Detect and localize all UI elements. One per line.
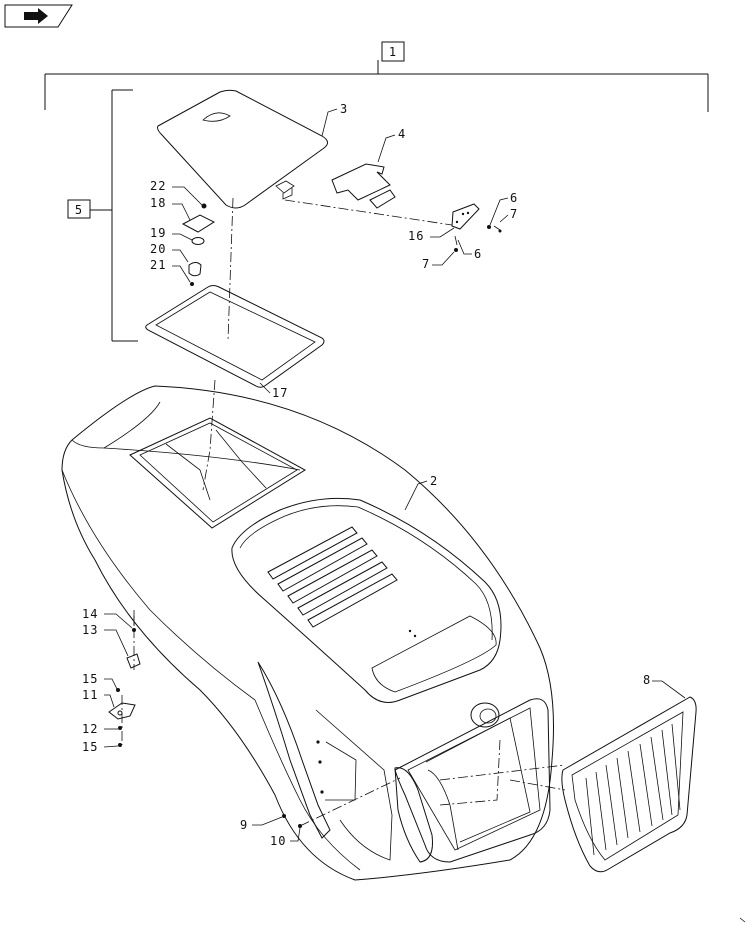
callout-6a: 6 xyxy=(510,191,518,205)
subassembly-bracket: 5 xyxy=(67,89,138,342)
fastener-9-mark xyxy=(282,814,286,818)
subassembly-label-box xyxy=(67,199,91,219)
callout-7b: 7 xyxy=(422,257,430,271)
hinge-fasteners xyxy=(454,225,502,252)
assembly-label: 1 xyxy=(389,45,397,59)
callout-14: 14 xyxy=(82,607,98,621)
latch-stack-parts xyxy=(181,203,216,286)
callout-16: 16 xyxy=(408,229,424,243)
page-arrow-icon[interactable] xyxy=(4,4,73,28)
corner-mark xyxy=(739,917,746,923)
callout-19: 19 xyxy=(150,226,166,240)
hood-part xyxy=(61,385,554,881)
callout-3: 3 xyxy=(340,102,348,116)
grille-part xyxy=(561,696,697,873)
callout-15a: 15 xyxy=(82,672,98,686)
callout-9: 9 xyxy=(240,818,248,832)
callout-4: 4 xyxy=(398,127,406,141)
callout-22: 22 xyxy=(150,179,166,193)
assembly-label-box xyxy=(381,41,405,62)
access-cover-part xyxy=(157,89,328,209)
callout-12: 12 xyxy=(82,722,98,736)
callout-17: 17 xyxy=(272,386,288,400)
callouts: 3 4 22 18 19 20 21 6 7 16 6 7 17 2 8 14 … xyxy=(82,102,686,848)
assembly-bracket: 1 xyxy=(44,41,709,112)
callout-11: 11 xyxy=(82,688,98,702)
callout-10: 10 xyxy=(270,834,286,848)
callout-13: 13 xyxy=(82,623,98,637)
hinge-plate-part xyxy=(451,203,480,230)
callout-15b: 15 xyxy=(82,740,98,754)
callout-2: 2 xyxy=(430,474,438,488)
hinge-bracket-part xyxy=(331,163,396,209)
callout-21: 21 xyxy=(150,258,166,272)
seal-frame-part xyxy=(145,285,325,388)
assembly-lines xyxy=(121,197,566,827)
callout-18: 18 xyxy=(150,196,166,210)
callout-6b: 6 xyxy=(474,247,482,261)
callout-8: 8 xyxy=(643,673,651,687)
callout-7a: 7 xyxy=(510,207,518,221)
subassembly-label: 5 xyxy=(75,203,83,217)
callout-20: 20 xyxy=(150,242,166,256)
hood-vents xyxy=(267,526,398,628)
